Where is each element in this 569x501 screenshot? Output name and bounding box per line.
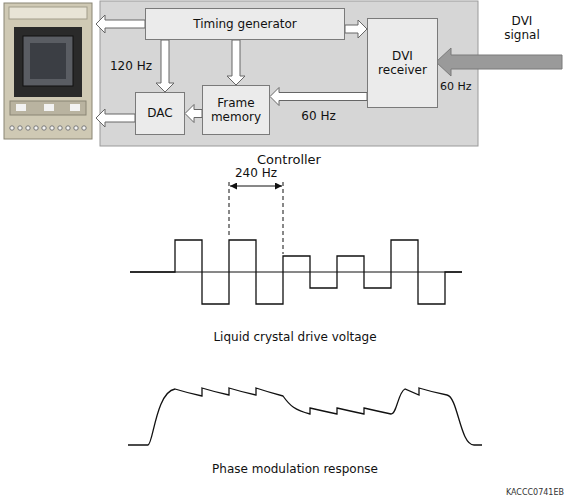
figure-code: KACCC0741EB	[506, 488, 564, 498]
label-box: Phase modulation response	[212, 462, 378, 476]
function-block: DVI receiver	[367, 18, 438, 108]
signal-arrow	[227, 40, 245, 85]
frequency-label: 120 Hz	[110, 59, 152, 73]
circuit-board	[4, 3, 92, 139]
block-label: DAC	[147, 106, 172, 120]
component	[70, 104, 80, 111]
label-box: DVI signal	[497, 14, 547, 43]
zero-axis	[130, 272, 462, 273]
block-label: Timing generator	[193, 17, 297, 31]
label-box: KACCC0741EB	[506, 488, 564, 498]
board-label-strip	[9, 7, 87, 19]
period-line	[229, 182, 230, 238]
block-label: DVI receiver	[368, 49, 437, 78]
label-box: 240 Hz	[235, 166, 277, 180]
frequency-label-box: 120 Hz	[110, 59, 152, 73]
frequency-label: 60 Hz	[301, 109, 335, 123]
period-arrow	[230, 186, 282, 187]
controller-panel: Controller Timing generatorDVI receiverDA…	[100, 0, 478, 168]
panel-title: Controller	[257, 152, 321, 168]
function-block: Timing generator	[145, 8, 345, 40]
connector-strip	[10, 101, 86, 115]
annotation: 60 Hz	[440, 80, 472, 93]
signal-arrow	[345, 20, 367, 38]
active-area	[30, 43, 66, 79]
signal-arrow	[156, 40, 174, 92]
pin-row	[10, 126, 86, 130]
signal-arrow	[185, 105, 202, 123]
chip-housing	[14, 27, 82, 97]
response-curve	[128, 388, 482, 445]
function-block: Frame memory	[202, 85, 270, 135]
device-photo	[4, 3, 92, 139]
period-line	[283, 182, 284, 254]
output-arrow	[96, 15, 145, 33]
component	[44, 104, 54, 111]
block-label: Frame memory	[203, 96, 269, 125]
output-arrow	[96, 109, 135, 127]
annotation: Phase modulation response	[212, 462, 378, 476]
annotation: Liquid crystal drive voltage	[213, 330, 376, 344]
signal-arrow	[270, 88, 367, 106]
component	[16, 104, 26, 111]
annotation: 240 Hz	[235, 166, 277, 180]
controller-ground	[100, 1, 478, 146]
annotation: DVI signal	[497, 14, 547, 43]
label-box: 60 Hz	[440, 80, 472, 93]
frequency-label-box: 60 Hz	[301, 109, 335, 123]
label-box: Liquid crystal drive voltage	[213, 330, 376, 344]
lcos-chip	[23, 36, 73, 86]
drive-waveform	[130, 240, 462, 304]
function-block: DAC	[135, 92, 185, 135]
input-arrow	[436, 48, 562, 76]
